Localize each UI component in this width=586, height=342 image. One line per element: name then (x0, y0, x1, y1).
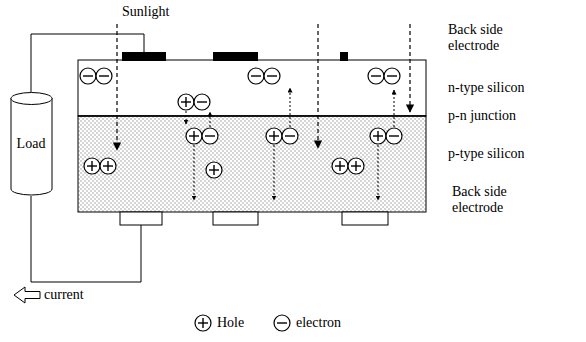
hole-symbol (178, 94, 194, 110)
electron-symbol (248, 68, 264, 84)
current-label: current (44, 287, 84, 303)
electron-symbol (272, 313, 292, 333)
legend-item: electron (272, 313, 341, 333)
electron-symbol (368, 68, 384, 84)
carrier-drift-arrow (274, 145, 275, 200)
electrode-label: Back side electrode (452, 184, 542, 216)
electron-symbol (274, 315, 290, 331)
hole-symbol (266, 128, 282, 144)
hole-symbol (193, 313, 213, 333)
carrier-drift-arrow (290, 88, 291, 127)
hole-symbol (186, 128, 202, 144)
legend-text: Hole (217, 315, 244, 331)
p-type-layer (78, 116, 426, 212)
electron-symbol (80, 68, 96, 84)
layer-label: n-type silicon (448, 80, 525, 96)
wire (31, 196, 141, 282)
back-electrode (342, 212, 388, 225)
legend-item: Hole (193, 313, 244, 333)
sunlight-ray (317, 24, 318, 148)
sunlight-ray (116, 24, 117, 150)
electron-symbol (96, 68, 112, 84)
electron-symbol (282, 128, 298, 144)
carrier-drift-arrow (210, 112, 211, 127)
hole-symbol (348, 158, 364, 174)
front-electrode (340, 52, 348, 61)
current-arrow (14, 287, 40, 303)
cylinder-top (11, 93, 52, 105)
load-cylinder: Load (10, 92, 53, 196)
front-electrode (213, 52, 258, 61)
legend-text: electron (296, 315, 341, 331)
hole-symbol (100, 158, 116, 174)
electron-symbol (384, 68, 400, 84)
hole-symbol (332, 158, 348, 174)
electron-symbol (202, 128, 218, 144)
back-electrode (213, 212, 258, 225)
light-label: Sunlight (122, 4, 169, 20)
back-electrode (120, 212, 162, 225)
carrier-drift-arrow (394, 90, 395, 127)
front-electrode (122, 52, 166, 61)
junction-label: p-n junction (448, 108, 516, 124)
wire (31, 34, 144, 92)
cylinder-body (11, 98, 52, 195)
carrier-drift-arrow (378, 145, 379, 200)
hole-symbol (84, 158, 100, 174)
electron-symbol (264, 68, 280, 84)
pn-junction-line (78, 115, 426, 117)
electrode-label: Back side electrode (448, 22, 538, 54)
layer-label: p-type silicon (448, 146, 525, 162)
electron-symbol (386, 128, 402, 144)
carrier-drift-arrow (186, 111, 187, 124)
carrier-drift-arrow (194, 145, 195, 200)
n-type-layer (78, 60, 426, 116)
hole-symbol (195, 315, 211, 331)
hole-symbol (206, 162, 222, 178)
node-text: Load (17, 136, 46, 152)
electron-symbol (194, 94, 210, 110)
sunlight-ray (409, 24, 410, 112)
hole-symbol (370, 128, 386, 144)
